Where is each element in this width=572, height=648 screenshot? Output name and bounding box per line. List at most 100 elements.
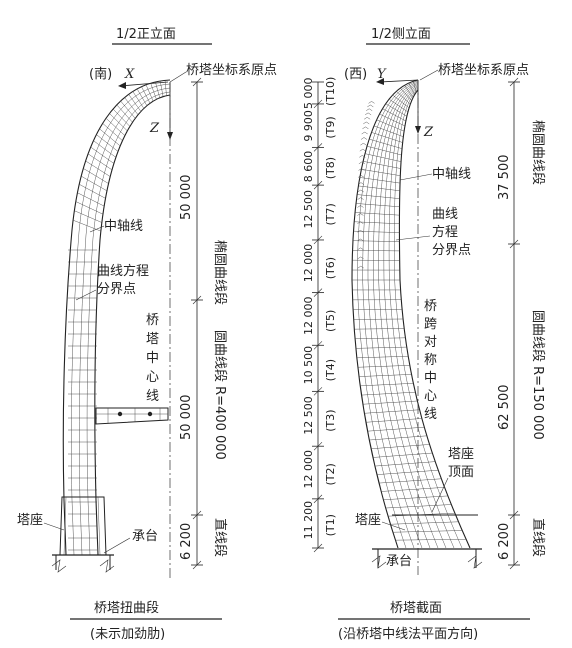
right-tower-body (351, 79, 471, 549)
left-dim-bottom: 6 200 (179, 523, 194, 560)
left-tower-frame (120, 100, 136, 119)
left-tower-frame (116, 104, 133, 123)
right-stiffener-tick (357, 189, 364, 193)
right-seg-label: (T4) (324, 359, 337, 381)
right-tower-cross (355, 212, 400, 216)
right-tower-cross (371, 132, 403, 143)
right-tower-cross (359, 374, 412, 377)
right-seg-dim: 10 500 (302, 346, 315, 385)
left-title: 1/2正立面 (116, 27, 176, 42)
left-subcaption: (未示加劲肋) (90, 627, 165, 642)
right-seg-arc: 圆曲线段 R=150 000 (530, 310, 545, 440)
left-dim-top: 50 000 (179, 175, 194, 221)
right-cap-label: 承台 (386, 554, 412, 569)
right-stiffener-tick (357, 229, 364, 233)
right-tower-cross (400, 87, 412, 101)
right-tower-cross (374, 461, 436, 467)
right-tower-cross (383, 495, 448, 501)
right-direction-label: (西) (344, 67, 367, 82)
right-tower-longitudinal (388, 87, 455, 549)
left-tower-frame (75, 201, 104, 215)
right-span-center-char: 中 (424, 371, 437, 386)
right-tower-cross (354, 328, 405, 330)
right-seg-dim: 12 500 (302, 190, 315, 229)
left-tower-frame (93, 140, 117, 158)
right-tower-cross (365, 418, 422, 423)
left-tower-frame (112, 108, 131, 127)
left-cap-label: 承台 (132, 529, 158, 544)
right-stiffener-tick (361, 131, 368, 135)
right-stiffener-tick (357, 197, 364, 200)
right-dim-bottom: 6 200 (497, 523, 512, 560)
right-span-center-char: 心 (424, 389, 437, 404)
left-crossbeam-bolt-2 (147, 411, 153, 417)
right-tower-cross (360, 383, 414, 387)
right-tower-cross (390, 521, 459, 525)
right-base-top-label-1: 塔座 (448, 447, 474, 462)
left-tower-frame (99, 128, 121, 147)
left-tower-frame (132, 91, 145, 109)
right-seg-dim: 12 000 (302, 450, 315, 489)
right-span-center-char: 桥 (424, 299, 437, 314)
right-span-center-char: 跨 (424, 317, 437, 332)
right-tower-cross (362, 400, 418, 405)
right-center-axis-label: 中轴线 (432, 167, 471, 182)
left-curve-boundary-label-1: 曲线方程 (97, 263, 149, 279)
right-seg-label: (T10) (324, 77, 337, 106)
right-seg-slash (313, 494, 323, 504)
left-base-label: 塔座 (17, 513, 43, 528)
right-tower-cross (357, 194, 400, 199)
right-tower-cross (404, 85, 414, 98)
right-seg-slash (313, 387, 323, 396)
left-tower-frame (145, 84, 154, 102)
left-tower-frame (96, 134, 119, 152)
right-seg-dim: 8 600 (302, 151, 315, 183)
right-curve-boundary-label-3: 分界点 (432, 243, 471, 258)
right-stiffener-tick (357, 205, 364, 208)
left-tower-frame (73, 219, 101, 232)
right-tower-cross (357, 365, 410, 368)
left-origin-label: 桥塔坐标系原点 (186, 63, 277, 78)
right-tower-outer-edge (351, 79, 419, 549)
right-stiffener-tick (362, 126, 369, 130)
right-origin-label: 桥塔坐标系原点 (438, 63, 529, 78)
left-tower-frame (150, 83, 157, 100)
right-dim-mid: 62 500 (497, 385, 512, 431)
left-tower-frame (109, 113, 128, 132)
right-tower-cross (356, 203, 400, 208)
right-curve-boundary-label-2: 方程 (432, 224, 458, 240)
left-tower-frame (136, 88, 148, 106)
right-base-label: 塔座 (355, 513, 381, 528)
right-stiffener-tick (360, 137, 368, 140)
left-dim-mid: 50 000 (179, 395, 194, 441)
left-origin-leader (169, 71, 187, 83)
right-stiffener-tick (357, 182, 365, 185)
right-seg-label: (T3) (324, 409, 337, 431)
right-segment-dimension-chain: 5 000(T10)9 900(T9)8 600(T8)12 500(T7)12… (302, 77, 337, 553)
right-seg-slash (313, 143, 323, 152)
left-cap (51, 554, 115, 573)
right-seg-label: (T1) (324, 514, 337, 536)
left-crossbeam (95, 407, 169, 425)
right-tower-cross (359, 177, 401, 184)
right-stiffener-ticks (357, 101, 375, 269)
left-direction-label: (南) (89, 66, 112, 82)
right-seg-label: (T5) (324, 310, 337, 332)
left-seg-straight: 直线段 (212, 518, 227, 557)
left-tower-center-char: 心 (146, 370, 159, 385)
right-stiffener-tick (367, 104, 374, 108)
right-span-center-char: 线 (424, 407, 437, 422)
right-caption: 桥塔截面 (390, 601, 442, 616)
right-tower-longitudinal (367, 83, 423, 549)
left-tower-frame (88, 153, 113, 171)
left-tower-frame (159, 80, 164, 97)
right-seg-dim: 12 500 (302, 396, 315, 435)
right-tower-cross (369, 435, 427, 441)
left-tower-frame (79, 184, 106, 199)
right-stiffener-tick (358, 168, 365, 171)
left-tower-frame (128, 94, 142, 112)
right-elevation: 1/2侧立面 (西) Y 桥塔坐标系原点 Z 塔座 顶面 塔座 (302, 27, 546, 642)
right-seg-dim: 5 000 (302, 77, 315, 109)
